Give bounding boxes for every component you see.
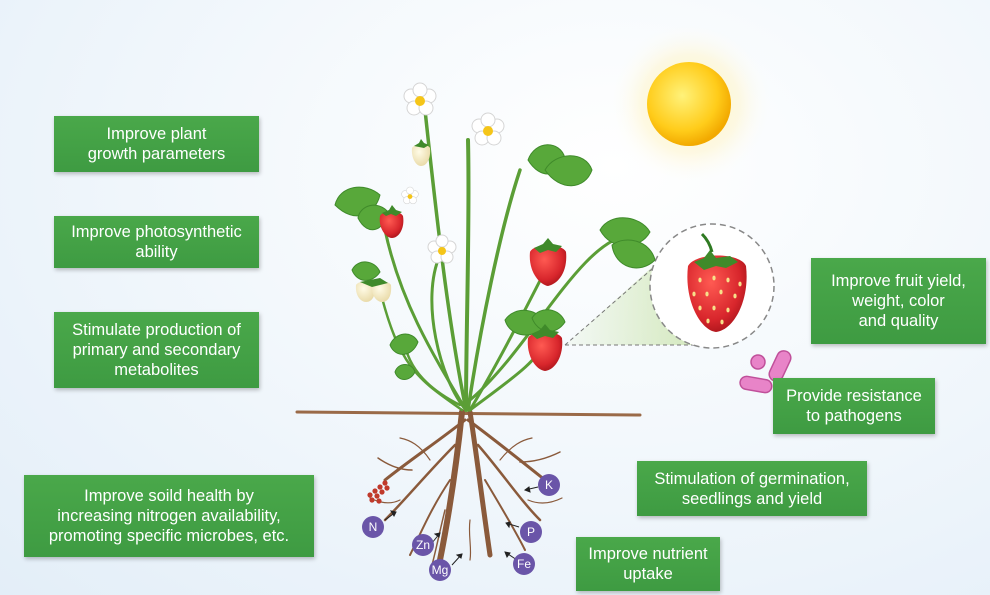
benefit-line: Provide resistance: [786, 386, 922, 406]
benefit-line: Improve plant: [107, 124, 207, 144]
nutrient-mg: Mg: [429, 559, 451, 581]
nutrient-fe: Fe: [513, 553, 535, 575]
benefit-nutrient-uptake: Improve nutrient uptake: [576, 537, 720, 591]
benefit-line: Stimulate production of: [72, 320, 241, 340]
benefit-germination: Stimulation of germination, seedlings an…: [637, 461, 867, 516]
benefit-line: growth parameters: [88, 144, 226, 164]
benefit-line: uptake: [623, 564, 673, 584]
svg-text:Zn: Zn: [416, 538, 430, 552]
benefit-line: to pathogens: [806, 406, 901, 426]
benefit-line: promoting specific microbes, etc.: [49, 526, 289, 546]
benefit-line: and quality: [859, 311, 939, 331]
benefit-line: increasing nitrogen availability,: [57, 506, 280, 526]
benefit-metabolites: Stimulate production of primary and seco…: [54, 312, 259, 388]
nutrient-n: N: [362, 516, 384, 538]
benefit-line: weight, color: [852, 291, 945, 311]
benefit-line: Improve fruit yield,: [831, 271, 966, 291]
benefit-line: Improve nutrient: [588, 544, 707, 564]
benefit-line: Stimulation of germination,: [654, 469, 849, 489]
benefit-fruit-yield: Improve fruit yield, weight, color and q…: [811, 258, 986, 344]
benefit-soil-health: Improve soild health by increasing nitro…: [24, 475, 314, 557]
svg-text:K: K: [545, 478, 553, 492]
svg-text:Mg: Mg: [432, 563, 449, 577]
benefit-line: ability: [135, 242, 177, 262]
svg-text:Fe: Fe: [517, 557, 531, 571]
benefit-line: Improve soild health by: [84, 486, 254, 506]
benefit-line: Improve photosynthetic: [71, 222, 242, 242]
benefit-line: primary and secondary: [73, 340, 241, 360]
benefit-photosynthesis: Improve photosynthetic ability: [54, 216, 259, 268]
benefit-pathogen-resistance: Provide resistance to pathogens: [773, 378, 935, 434]
benefit-line: metabolites: [114, 360, 198, 380]
benefit-plant-growth: Improve plant growth parameters: [54, 116, 259, 172]
svg-text:N: N: [369, 520, 378, 534]
benefit-line: seedlings and yield: [682, 489, 822, 509]
nutrient-zn: Zn: [412, 534, 434, 556]
nutrient-k: K: [538, 474, 560, 496]
svg-text:P: P: [527, 525, 535, 539]
nutrient-p: P: [520, 521, 542, 543]
